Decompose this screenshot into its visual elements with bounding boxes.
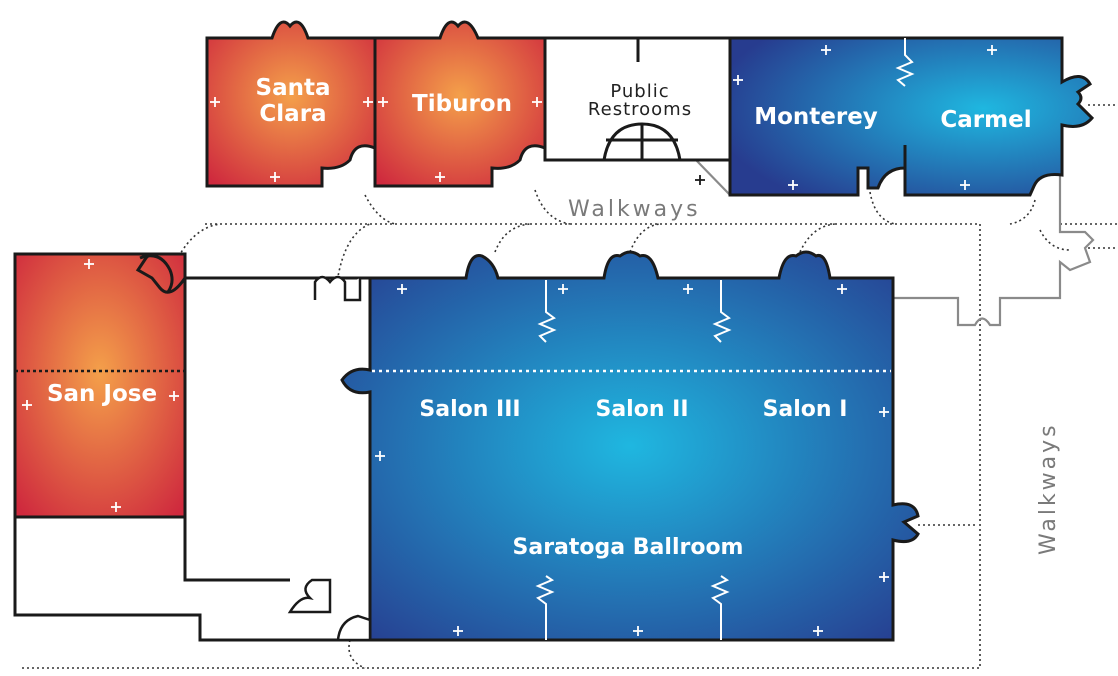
- outlet-marker: [363, 97, 373, 107]
- monterey-label: Monterey: [754, 104, 878, 130]
- room-tiburon[interactable]: Tiburon: [373, 20, 547, 188]
- outlet-marker: [695, 175, 705, 185]
- walkways-label-right: Walkways: [1036, 422, 1061, 555]
- room-san-jose[interactable]: San Jose: [13, 252, 187, 519]
- carmel-label: Carmel: [940, 107, 1031, 133]
- outlet-marker: [633, 626, 643, 636]
- walkway-paths: [20, 104, 1118, 669]
- outlet-markers: [22, 45, 997, 636]
- outlet-marker: [270, 172, 280, 182]
- salon-ii-label: Salon II: [595, 397, 688, 422]
- outlet-marker: [960, 180, 970, 190]
- public-restrooms: Public Restrooms: [543, 36, 732, 162]
- salon-i-label: Salon I: [763, 397, 848, 422]
- santa-clara-label-line1: Santa: [256, 75, 331, 101]
- outlet-marker: [375, 451, 385, 461]
- outlet-marker: [84, 259, 94, 269]
- outlet-marker: [111, 502, 121, 512]
- room-saratoga-ballroom[interactable]: Salon III Salon II Salon I Saratoga Ball…: [340, 250, 920, 642]
- santa-clara-label-line2: Clara: [259, 101, 326, 127]
- outlet-marker: [558, 284, 568, 294]
- outlet-marker: [813, 626, 823, 636]
- walkway-wall: [695, 159, 1095, 327]
- outlet-marker: [378, 97, 388, 107]
- tiburon-label: Tiburon: [412, 91, 512, 117]
- outlet-marker: [733, 75, 743, 85]
- room-monterey-carmel[interactable]: Monterey Carmel: [728, 36, 1095, 197]
- outlet-marker: [532, 97, 542, 107]
- outlet-marker: [879, 407, 889, 417]
- salon-iii-label: Salon III: [419, 397, 520, 422]
- outlet-marker: [22, 400, 32, 410]
- outlet-marker: [821, 45, 831, 55]
- corridor-doors: [287, 275, 372, 642]
- outlet-marker: [683, 284, 693, 294]
- room-santa-clara[interactable]: Santa Clara: [205, 20, 377, 188]
- walkways-label-top: Walkways: [568, 197, 701, 222]
- outlet-marker: [788, 180, 798, 190]
- outlet-marker: [453, 626, 463, 636]
- san-jose-label: San Jose: [47, 381, 157, 407]
- outlet-marker: [435, 172, 445, 182]
- saratoga-ballroom-label: Saratoga Ballroom: [513, 535, 744, 560]
- outlet-marker: [879, 572, 889, 582]
- outlet-marker: [987, 45, 997, 55]
- outlet-marker: [169, 391, 179, 401]
- restrooms-label-line2: Restrooms: [588, 99, 692, 120]
- restrooms-label-line1: Public: [610, 81, 669, 102]
- outlet-marker: [397, 284, 407, 294]
- outlet-marker: [210, 97, 220, 107]
- outlet-marker: [837, 284, 847, 294]
